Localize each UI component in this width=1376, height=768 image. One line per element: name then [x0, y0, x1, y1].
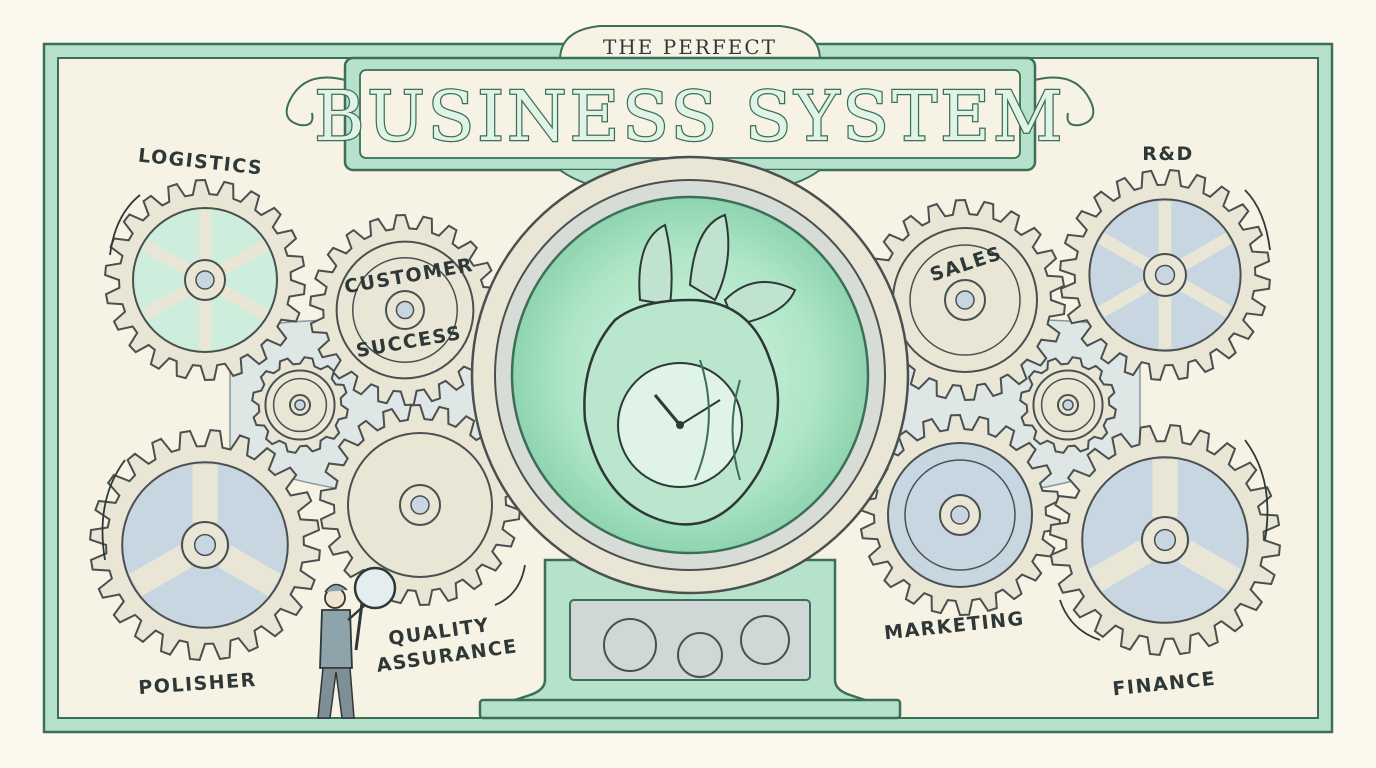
arrow-polisher	[101, 459, 126, 561]
inspector-with-magnifier-icon	[317, 566, 397, 719]
arrow-logistics	[109, 194, 141, 256]
motion-arrows	[101, 189, 1271, 641]
label-rd: R&D	[1142, 143, 1193, 165]
arrow-quality	[494, 564, 526, 606]
gear-logistics-icon	[104, 178, 306, 382]
gear-quality-assurance-icon	[319, 403, 521, 607]
gear-finance-icon	[1049, 424, 1281, 656]
gear-rd-icon	[1059, 169, 1271, 381]
arrow-rd	[1244, 189, 1271, 251]
gear-small-right-icon	[1019, 356, 1117, 454]
gear-small-left-icon	[251, 356, 349, 454]
heart-clock-icon	[583, 213, 797, 526]
title-main-line: BUSINESS SYSTEM	[314, 78, 1065, 157]
gear-customer-success-icon	[309, 213, 501, 407]
pedestal	[478, 558, 902, 720]
arrow-marketing	[1059, 599, 1101, 641]
gear-polisher-icon	[89, 429, 321, 661]
gear-marketing-icon	[859, 413, 1061, 617]
title-top-line: THE PERFECT	[603, 35, 777, 59]
gear-layer	[89, 169, 1281, 661]
gear-sales-icon	[864, 198, 1066, 402]
arrow-finance	[1244, 439, 1269, 541]
